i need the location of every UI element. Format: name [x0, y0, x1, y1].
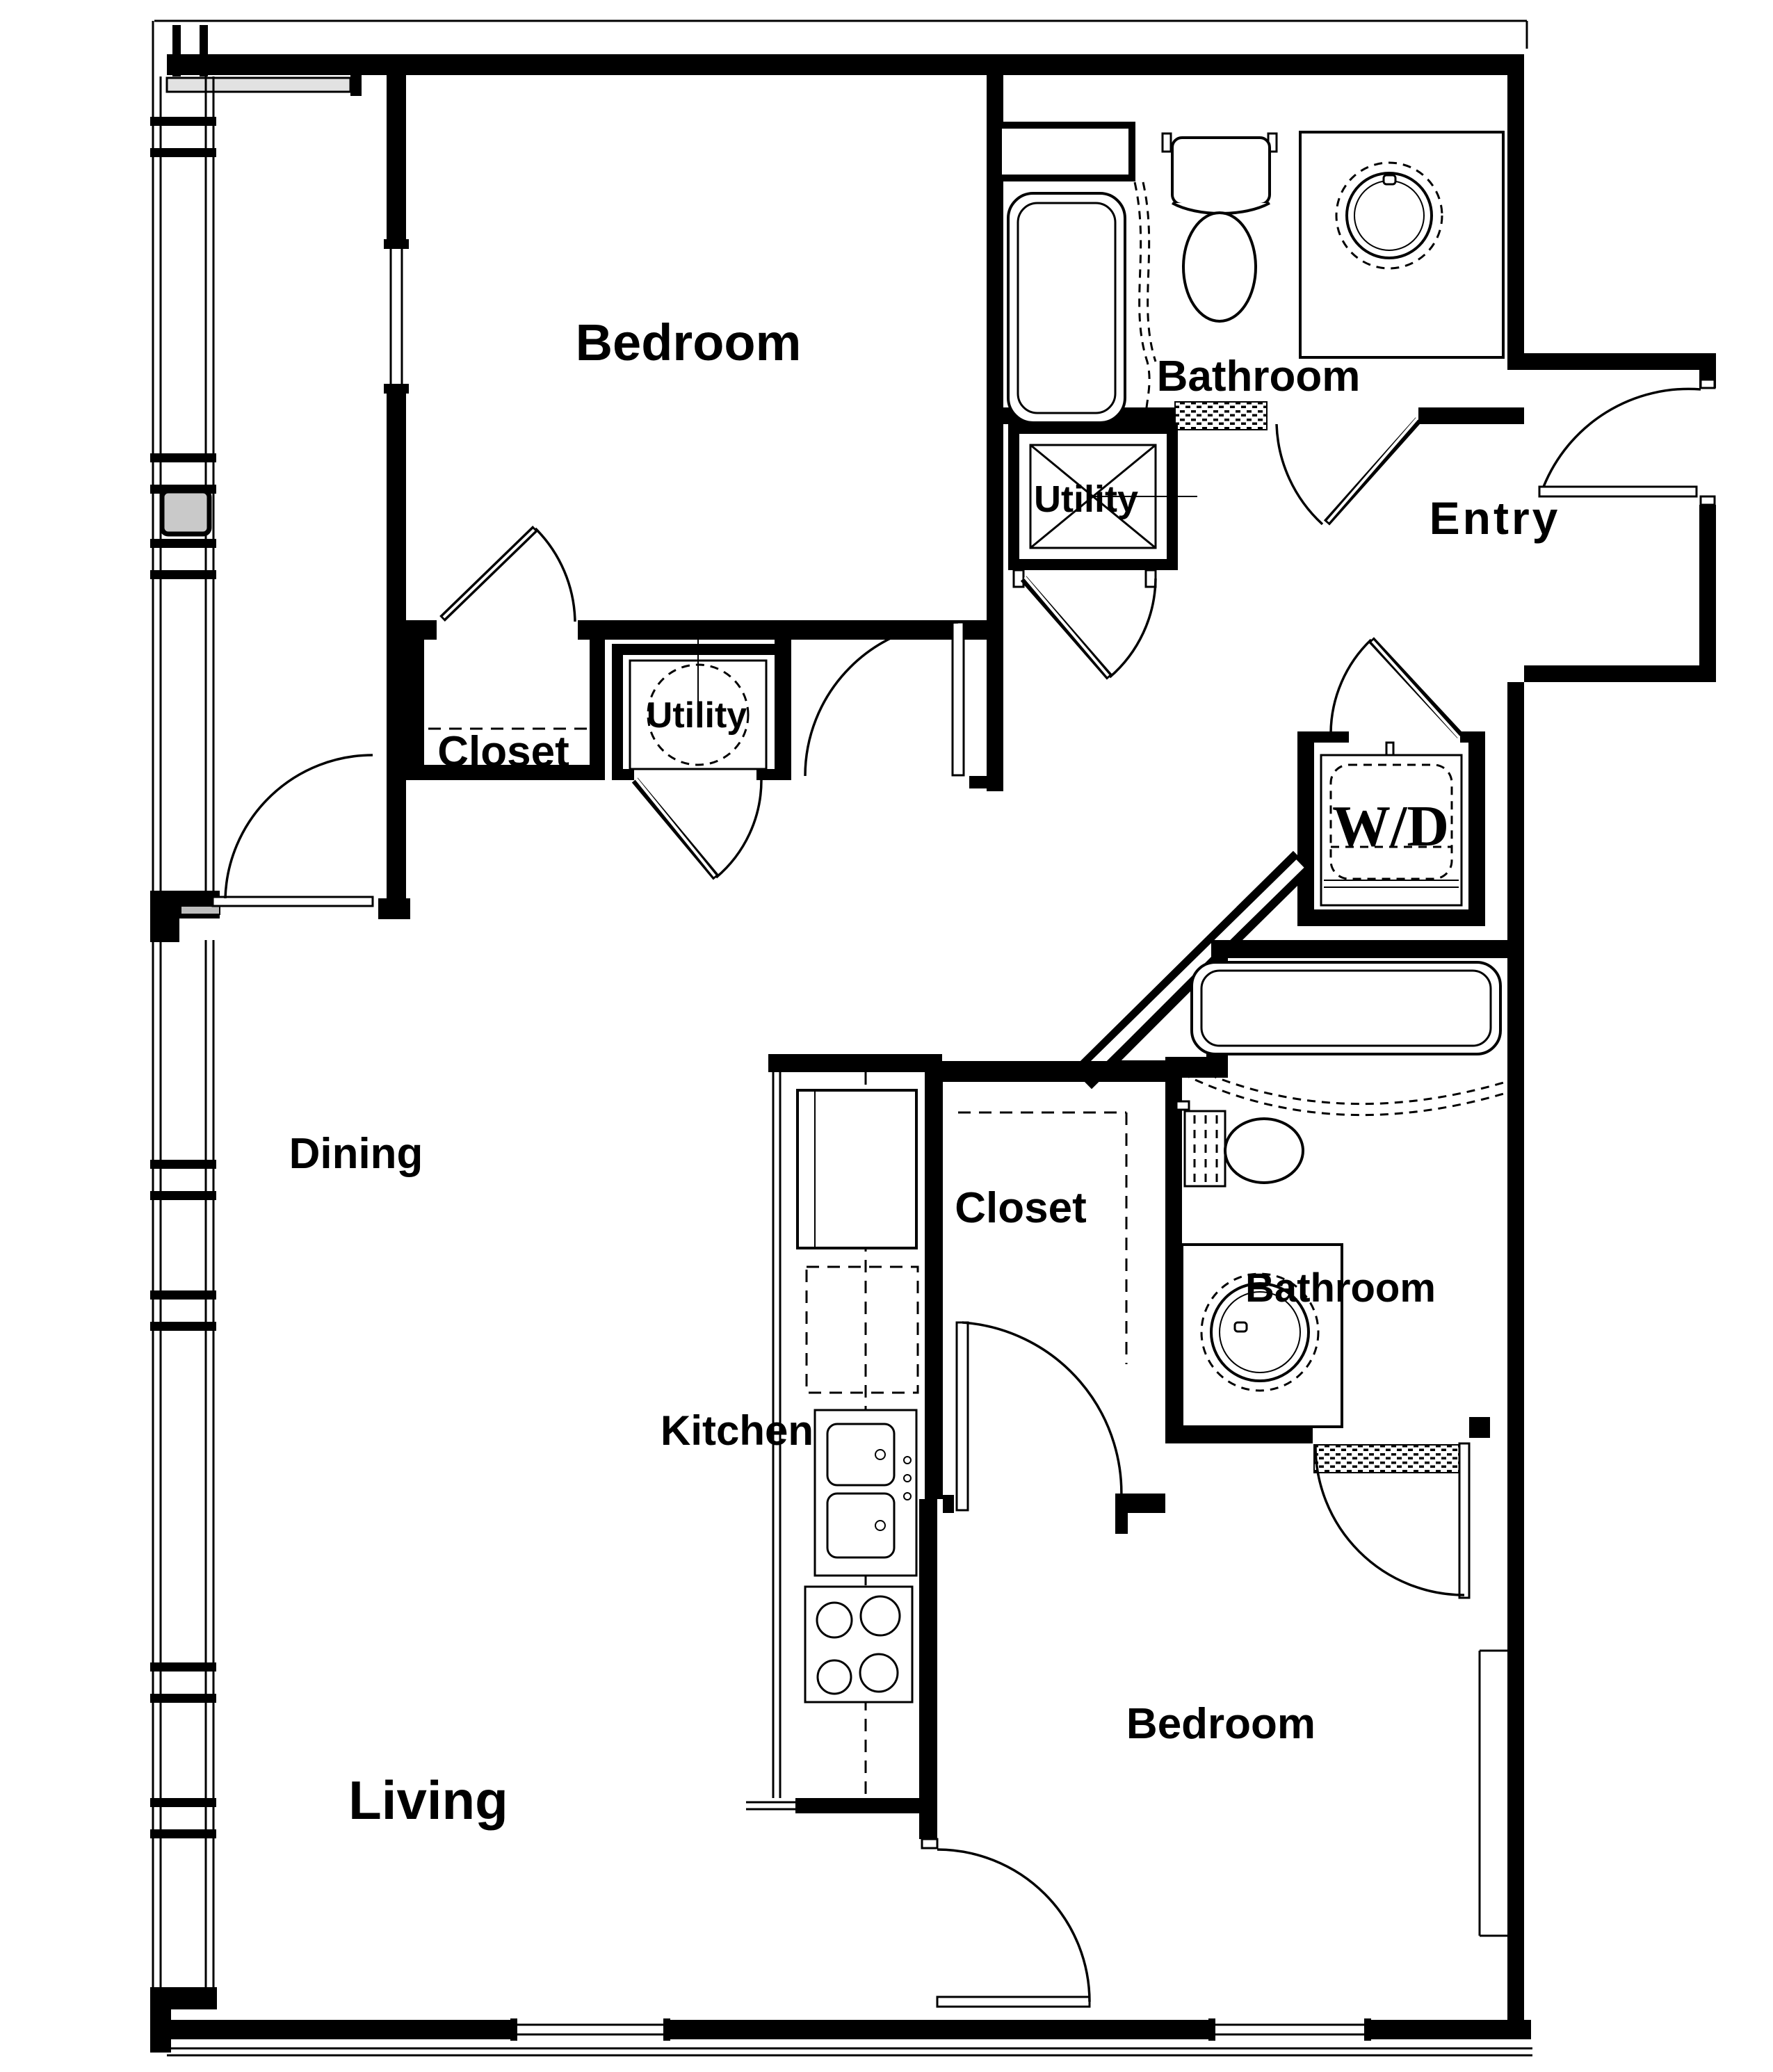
vanity-sink-lower — [1181, 1243, 1343, 1428]
hall-door — [804, 621, 965, 777]
bathtub-lower — [1190, 961, 1502, 1055]
strip-door-leaf — [211, 896, 374, 907]
room-label-closet-upper: Closet — [437, 728, 569, 776]
bathroom-lower: Bathroom — [1165, 940, 1524, 1599]
diagonal-walls — [1071, 850, 1313, 1090]
kitchen-double-sink — [813, 1409, 918, 1577]
utility-closet-door — [631, 777, 763, 880]
room-label-bathroom-upper: Bathroom — [1157, 353, 1361, 400]
room-label-entry: Entry — [1430, 492, 1561, 544]
room-label-utility-hall: Utility — [1034, 478, 1138, 520]
refrigerator — [796, 1089, 918, 1249]
room-label-bedroom-upper: Bedroom — [576, 314, 802, 371]
utility-closet: Utility — [612, 626, 791, 880]
patio-door-jamb-block — [150, 891, 220, 942]
counter-front-edge — [746, 1072, 795, 1811]
diagonal-wall-core — [1080, 859, 1304, 1079]
tub-shelf — [995, 122, 1135, 181]
window-wall-column — [159, 488, 212, 537]
bedroom-upper-east-wall — [987, 70, 1003, 791]
bedroom-upper: Bedroom — [378, 70, 1003, 919]
east-wall-main — [1507, 682, 1524, 2039]
toilet-upper — [1161, 132, 1278, 323]
top-window-strip — [165, 76, 352, 93]
bedroom-lower-door — [921, 1838, 1091, 2008]
room-label-utility-closet: Utility — [647, 695, 747, 736]
top-wall — [167, 54, 1524, 75]
bedroom-lower-door-jamb — [921, 1838, 939, 1850]
strip-door — [211, 754, 374, 907]
exterior-envelope — [150, 19, 1716, 2057]
strip-door-swing — [224, 754, 373, 899]
outer-boundary-line — [152, 19, 1532, 2057]
range-four-burners — [804, 1585, 914, 1703]
laundry-closet: W/D — [1297, 637, 1485, 926]
vanity-sink-upper — [1299, 131, 1505, 359]
room-label-dining: Dining — [289, 1130, 423, 1178]
hall-door-swing — [804, 621, 959, 777]
top-window-jamb — [350, 72, 362, 96]
bedroom-upper-west-wall — [387, 70, 406, 901]
east-wall-upper — [1507, 70, 1524, 355]
closet-upper: Closet — [406, 640, 605, 780]
shower-curtain-lower — [1181, 1061, 1507, 1117]
bathroom-upper-door — [1275, 417, 1422, 526]
bottom-window-1 — [510, 2018, 670, 2041]
bathtub-upper — [1007, 192, 1126, 424]
laundry-door — [1329, 637, 1464, 738]
room-label-bathroom-lower: Bathroom — [1245, 1265, 1436, 1311]
room-label-laundry: W/D — [1332, 794, 1449, 859]
kitchen-walls — [768, 1054, 954, 1839]
kitchen: Kitchen — [661, 1054, 954, 1839]
utility-closet-walls — [612, 640, 791, 780]
room-label-kitchen: Kitchen — [661, 1407, 813, 1454]
corner-stubs — [172, 25, 208, 76]
entry-door-leaf — [1538, 485, 1698, 498]
bathroom-upper-threshold — [1174, 401, 1268, 430]
bedroom-lower-door-swing — [937, 1848, 1091, 2002]
hall-door-jamb-foot — [969, 776, 1003, 788]
closet-lower: Closet — [933, 1061, 1165, 1534]
utility-hall: Utility — [1008, 423, 1197, 680]
room-label-closet-lower: Closet — [955, 1184, 1086, 1232]
door-sill — [180, 905, 220, 915]
entry-door — [1538, 378, 1716, 506]
room-label-bedroom-lower: Bedroom — [1126, 1700, 1315, 1748]
bedroom-upper-door-swing — [534, 527, 576, 622]
bedroom-upper-door — [439, 526, 576, 622]
pantry-counter — [805, 1265, 919, 1394]
bathroom-upper-south-wall — [998, 407, 1524, 424]
closet-lower-door — [955, 1321, 1123, 1512]
bathroom-upper: Bathroom — [995, 122, 1524, 526]
bedroom-lower-door-leaf — [936, 1996, 1091, 2008]
closet-shelf-lower — [958, 1111, 1128, 1364]
bathroom-lower-door — [1314, 1442, 1471, 1599]
east-window-line — [1478, 1649, 1507, 1937]
toilet-lower — [1175, 1100, 1304, 1188]
bathroom-lower-threshold — [1313, 1444, 1464, 1473]
entry-door-swing — [1542, 387, 1701, 487]
bedroom-upper-south-wall — [406, 620, 987, 640]
hall-door-leaf — [951, 621, 965, 777]
window-mullions — [150, 117, 216, 1838]
bedroom-lower: Bedroom — [921, 1700, 1315, 2008]
room-label-living: Living — [348, 1770, 508, 1831]
window-glazing-lines — [204, 76, 215, 1987]
bedroom-upper-west-window — [384, 239, 409, 394]
entry-door-jamb-bottom — [1699, 495, 1716, 506]
bottom-wall — [167, 2020, 1531, 2039]
bedroom-upper-west-wall-cap — [378, 898, 410, 919]
shower-curtain-upper — [1133, 181, 1157, 430]
closet-upper-walls — [406, 640, 605, 780]
bottom-window-2 — [1208, 2018, 1371, 2041]
utility-hall-door — [1012, 569, 1157, 680]
washer-dryer-unit — [1320, 741, 1463, 907]
entry-door-jamb-top — [1699, 378, 1716, 389]
